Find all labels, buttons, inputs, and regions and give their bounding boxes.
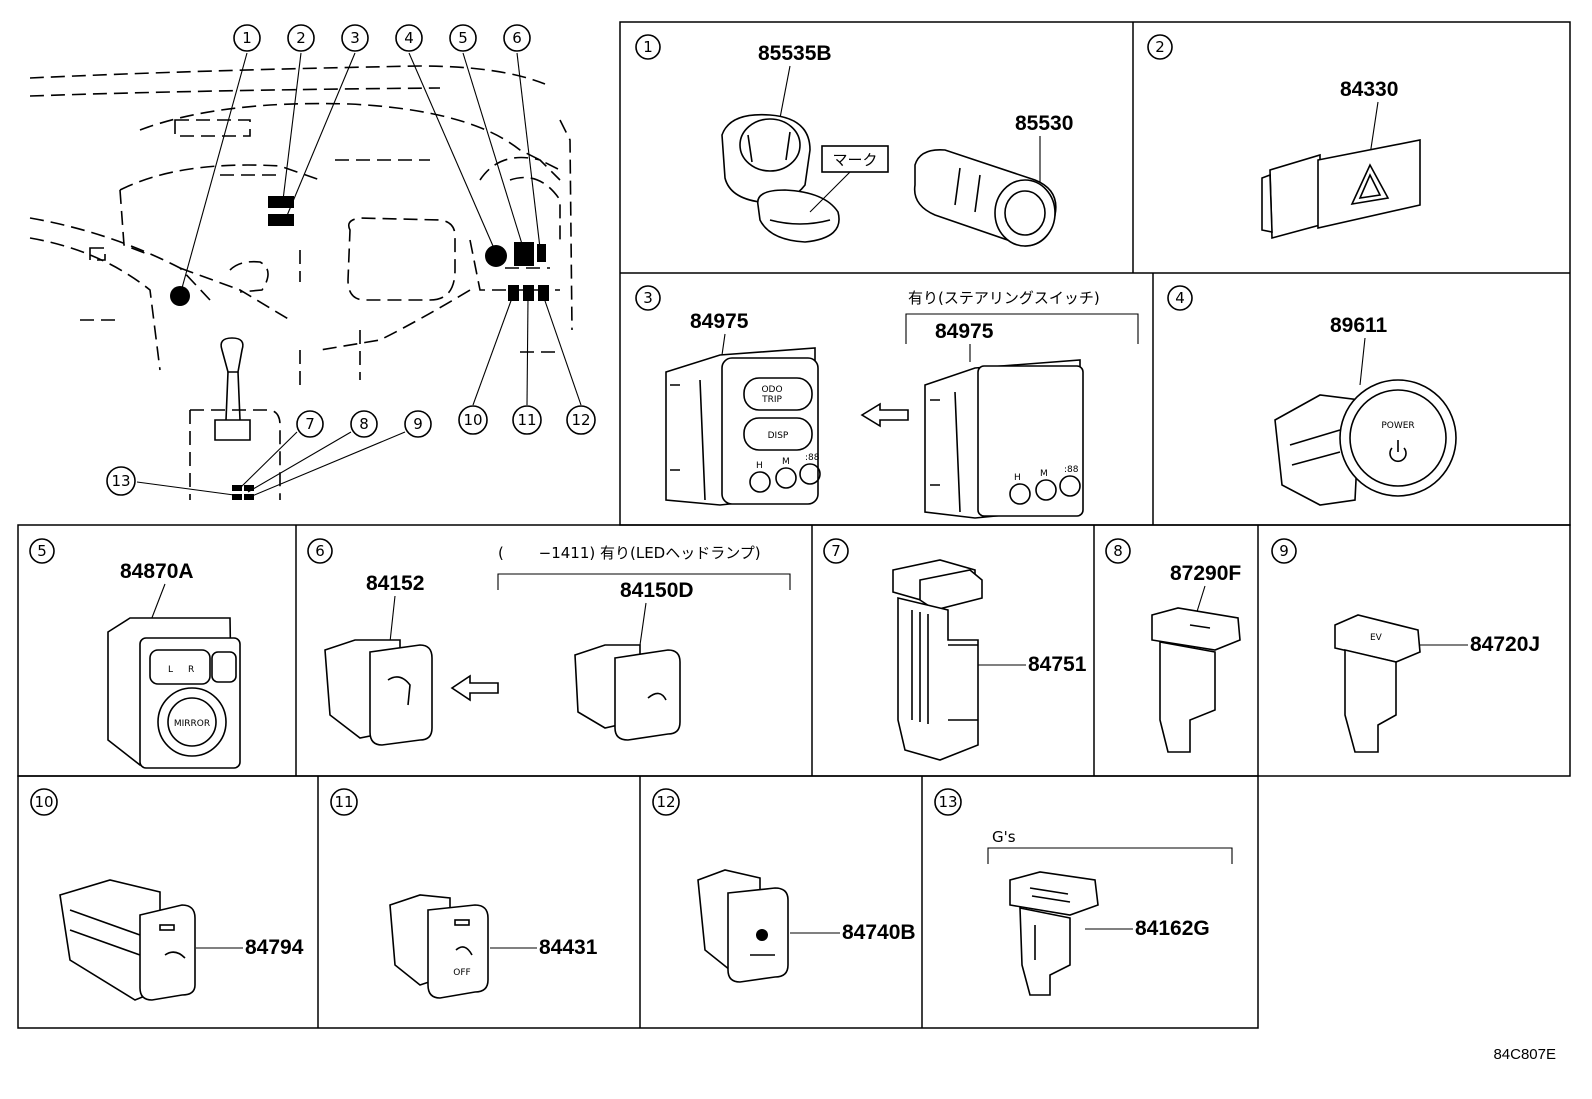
svg-text:9: 9: [1279, 542, 1289, 560]
svg-text:6: 6: [512, 29, 522, 47]
part-number-84162G: 84162G: [1135, 917, 1210, 940]
panel-13: 13 G's 84162G: [934, 788, 1233, 996]
gs-note: G's: [992, 828, 1016, 846]
panel-6: 6 ( −1411) 有り(LEDヘッドランプ) 84152 84150D: [307, 538, 791, 746]
svg-text:5: 5: [458, 29, 468, 47]
panel-9: 9 84720J EV: [1271, 538, 1540, 753]
panel-4: 4 89611 POWER: [1167, 285, 1457, 506]
svg-text:11: 11: [334, 793, 353, 811]
part-number-84740B: 84740B: [842, 921, 916, 944]
steering-switch-note: 有り(ステアリングスイッチ): [908, 289, 1100, 307]
callout-6: 6: [503, 24, 531, 52]
svg-text:M: M: [1040, 469, 1048, 479]
dashboard-overview: 1 2 3 4 5 6 7 8 9 10 11 12 13: [29, 24, 596, 500]
callout-3: 3: [341, 24, 369, 52]
svg-text:11: 11: [517, 411, 536, 429]
callout-12: 12: [566, 405, 596, 435]
panel-5: 5 84870A L R MIRROR: [29, 538, 241, 769]
svg-text:8: 8: [1113, 542, 1123, 560]
panel-grid: [17, 21, 1571, 1029]
svg-text:13: 13: [938, 793, 957, 811]
led-headlamp-note: ( −1411) 有り(LEDヘッドランプ): [498, 544, 761, 562]
svg-text:TRIP: TRIP: [761, 395, 782, 405]
svg-text:DISP: DISP: [768, 431, 789, 441]
svg-text:H: H: [1014, 473, 1021, 483]
panel-10: 10 84794: [30, 788, 304, 1001]
panel-8: 8 87290F: [1105, 538, 1241, 753]
svg-text:4: 4: [404, 29, 414, 47]
panel-11: 11 84431 OFF: [330, 788, 598, 999]
svg-text:3: 3: [643, 289, 653, 307]
svg-text:1: 1: [643, 38, 653, 56]
panel-12: 12 84740B: [652, 788, 916, 983]
part-number-84330: 84330: [1340, 78, 1398, 101]
svg-text:L: L: [168, 665, 173, 675]
callout-9: 9: [404, 410, 432, 438]
part-number-84720J: 84720J: [1470, 633, 1540, 656]
callout-10: 10: [458, 405, 488, 435]
panel-2: 2 84330: [1147, 34, 1421, 240]
callout-4: 4: [395, 24, 423, 52]
svg-text:7: 7: [831, 542, 841, 560]
svg-text:OFF: OFF: [453, 968, 470, 978]
svg-text:R: R: [188, 665, 194, 675]
part-number-84870A: 84870A: [120, 560, 194, 583]
svg-text:10: 10: [34, 793, 53, 811]
panel-7: 7 84751: [823, 538, 1087, 761]
svg-text::88: :88: [1064, 465, 1079, 475]
part-number-84975-b: 84975: [935, 320, 994, 343]
svg-text:6: 6: [315, 542, 325, 560]
svg-text:12: 12: [656, 793, 675, 811]
svg-text:12: 12: [571, 411, 590, 429]
diagram-id: 84C807E: [1493, 1046, 1556, 1063]
part-number-84152: 84152: [366, 572, 424, 595]
part-number-84794: 84794: [245, 936, 304, 959]
svg-text:13: 13: [111, 472, 130, 490]
svg-text:7: 7: [305, 415, 315, 433]
mark-label-box: [821, 145, 889, 173]
panel-1: 1 85535B 85530 マーク: [635, 34, 1073, 247]
panel-3: 3 84975 84975 有り(ステアリングスイッチ) ODO TRIP DI…: [635, 285, 1139, 519]
svg-text::88: :88: [805, 453, 820, 463]
callout-7: 7: [296, 410, 324, 438]
callout-1: 1: [233, 24, 261, 52]
svg-text:ODO: ODO: [761, 385, 782, 395]
svg-text:8: 8: [359, 415, 369, 433]
svg-text:マーク: マーク: [832, 151, 877, 169]
svg-text:2: 2: [1155, 38, 1165, 56]
part-number-84150D: 84150D: [620, 579, 694, 602]
svg-text:5: 5: [37, 542, 47, 560]
svg-text:H: H: [756, 461, 763, 471]
callout-13: 13: [106, 466, 136, 496]
callout-5: 5: [449, 24, 477, 52]
svg-text:EV: EV: [1370, 633, 1383, 643]
part-number-84431: 84431: [539, 936, 598, 959]
svg-text:3: 3: [350, 29, 360, 47]
svg-text:4: 4: [1175, 289, 1185, 307]
part-number-87290F: 87290F: [1170, 562, 1241, 585]
svg-text:9: 9: [413, 415, 423, 433]
svg-text:M: M: [782, 457, 790, 467]
callout-8: 8: [350, 410, 378, 438]
part-number-85530: 85530: [1015, 112, 1073, 135]
svg-text:POWER: POWER: [1381, 421, 1414, 431]
callout-2: 2: [287, 24, 315, 52]
svg-text:10: 10: [463, 411, 482, 429]
part-number-89611: 89611: [1330, 314, 1388, 337]
part-number-84975-a: 84975: [690, 310, 749, 333]
part-number-84751: 84751: [1028, 653, 1087, 676]
callout-11: 11: [512, 405, 542, 435]
svg-text:2: 2: [296, 29, 306, 47]
svg-text:MIRROR: MIRROR: [174, 719, 210, 729]
svg-text:1: 1: [242, 29, 252, 47]
part-number-85535B: 85535B: [758, 42, 832, 65]
